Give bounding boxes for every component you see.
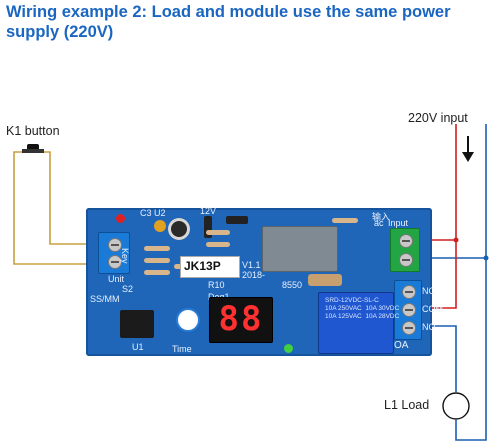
diode-1 — [204, 216, 212, 238]
relay-module-board: Key Unit S2 SS/MM C3 U2 12V JK13P V1.1 2… — [86, 206, 443, 356]
no-label: NO — [422, 322, 436, 332]
load-wire-blue — [455, 258, 487, 441]
resistor-6 — [206, 242, 230, 247]
input-label: Input — [388, 218, 409, 228]
input-screw-2 — [399, 253, 413, 267]
potentiometer — [176, 308, 200, 332]
c3-label: C3 — [140, 208, 152, 218]
resistor-7 — [332, 218, 358, 223]
red-led — [116, 214, 125, 223]
electrolytic-capacitor — [168, 218, 190, 240]
input-cn-label: 输入 — [372, 212, 391, 222]
input-terminal — [390, 228, 420, 272]
key-terminal — [98, 232, 130, 274]
12v-label: 12V — [200, 206, 217, 216]
version-label: V1.1 — [242, 260, 261, 270]
key-label: Key — [120, 248, 130, 264]
small-capacitor — [154, 220, 166, 232]
button-wire-right — [44, 151, 104, 245]
oa-label: OA — [394, 340, 409, 351]
k1-button-label: K1 button — [6, 124, 60, 138]
output-screw-com — [402, 303, 416, 317]
model-label-box: JK13P — [180, 256, 240, 278]
green-led — [284, 344, 293, 353]
output-screw-nc — [402, 285, 416, 299]
nc-label: NC — [422, 286, 435, 296]
8550-label: 8550 — [282, 280, 303, 290]
resistor-5 — [206, 230, 230, 235]
relay-spec-text: SRD-12VDC-SL-C 10A 250VAC 10A 30VDC 10A … — [325, 297, 400, 320]
s2-label: S2 — [122, 284, 134, 294]
push-button-icon — [27, 144, 39, 150]
output-screw-no — [402, 321, 416, 335]
junction-dot-blue — [483, 255, 489, 261]
push-button-base — [22, 149, 44, 153]
load-lamp-icon — [442, 392, 470, 420]
power-resistor — [308, 274, 342, 286]
load-label: L1 Load — [384, 398, 430, 412]
u1-label: U1 — [132, 342, 144, 352]
resistor-3 — [144, 270, 170, 275]
button-wire-left — [13, 151, 104, 265]
diagram-title: Wiring example 2: Load and module use th… — [6, 3, 451, 41]
key-screw-2 — [108, 255, 122, 269]
u2-label: U2 — [154, 208, 166, 218]
key-screw-1 — [108, 238, 122, 252]
model-label: JK13P — [184, 259, 221, 273]
ic-chip — [120, 310, 154, 338]
diode-2 — [226, 216, 248, 224]
r10-label: R10 — [208, 280, 225, 290]
power-input-label: 220V input — [408, 111, 468, 125]
year-label: 2018- — [242, 270, 266, 280]
junction-dot-red — [453, 237, 459, 243]
resistor-2 — [144, 258, 170, 263]
output-terminal — [394, 280, 422, 340]
ss-mm-label: SS/MM — [90, 294, 120, 304]
ac-label: ac — [374, 218, 384, 228]
unit-label: Unit — [108, 274, 125, 284]
time-label: Time — [172, 344, 192, 354]
input-screw-1 — [399, 234, 413, 248]
relay: SRD-12VDC-SL-C 10A 250VAC 10A 30VDC 10A … — [318, 292, 399, 354]
com-label: COM — [422, 304, 443, 314]
led-display: 88 — [209, 297, 273, 343]
resistor-1 — [144, 246, 170, 251]
transformer — [262, 226, 338, 272]
display-digits: 88 — [218, 299, 264, 339]
